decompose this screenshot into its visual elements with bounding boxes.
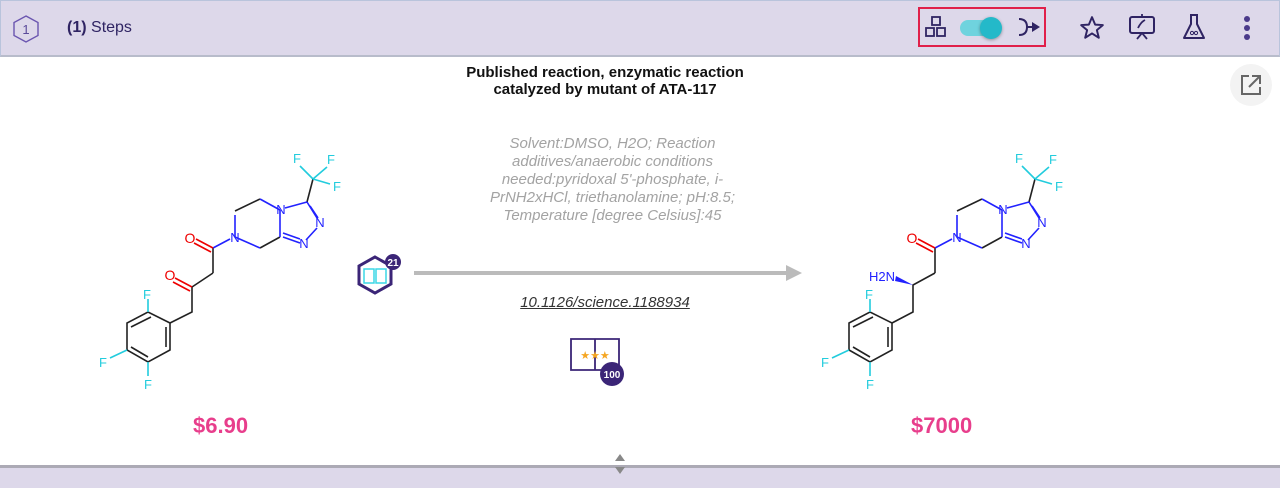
rating-badge: 100 (604, 370, 621, 381)
rating-icon[interactable]: ★★★ 100 (570, 338, 624, 386)
switch-knob (980, 17, 1002, 39)
reaction-conditions: Solvent:DMSO, H2O; Reaction additives/an… (489, 135, 736, 224)
product-structure: H2N (820, 150, 1064, 393)
view-toggle-switch[interactable] (960, 17, 1004, 39)
references-badge: 21 (387, 258, 399, 269)
presentation-icon[interactable] (1127, 12, 1157, 42)
more-options-icon[interactable] (1241, 15, 1253, 43)
star-icon[interactable] (1079, 15, 1105, 41)
reactant-price: $6.90 (193, 413, 249, 438)
references-icon[interactable]: 21 (357, 254, 401, 295)
reaction-title: Published reaction, enzymatic reaction c… (466, 64, 744, 98)
step-count: (1) (67, 19, 87, 36)
flask-icon[interactable] (1181, 12, 1207, 42)
step-header: 1 (1) Steps (0, 0, 1280, 57)
step-hexagon-icon: 1 (13, 15, 39, 43)
product-price: $7000 (911, 413, 973, 438)
rating-stars: ★★★ (580, 350, 610, 362)
open-external-icon (1241, 75, 1261, 95)
resize-handle-icon[interactable] (613, 452, 627, 476)
step-number: 1 (22, 22, 29, 37)
step-label: Steps (91, 19, 132, 36)
view-toggle-group (918, 7, 1046, 47)
bottom-panel (0, 465, 1280, 488)
open-external-button[interactable] (1230, 64, 1272, 106)
tree-view-icon[interactable] (924, 15, 948, 39)
reaction-arrow (414, 265, 802, 281)
step-title: (1) Steps (67, 19, 132, 37)
doi-link[interactable]: 10.1126/science.1188934 (520, 294, 690, 311)
reaction-scheme: N N N N F F F F F F O O H2N (98, 150, 1064, 393)
atom-label: H2N (869, 269, 895, 284)
reaction-view-icon[interactable] (1016, 15, 1042, 39)
atom-label: O (165, 267, 176, 283)
reactant-structure: O (98, 150, 342, 393)
